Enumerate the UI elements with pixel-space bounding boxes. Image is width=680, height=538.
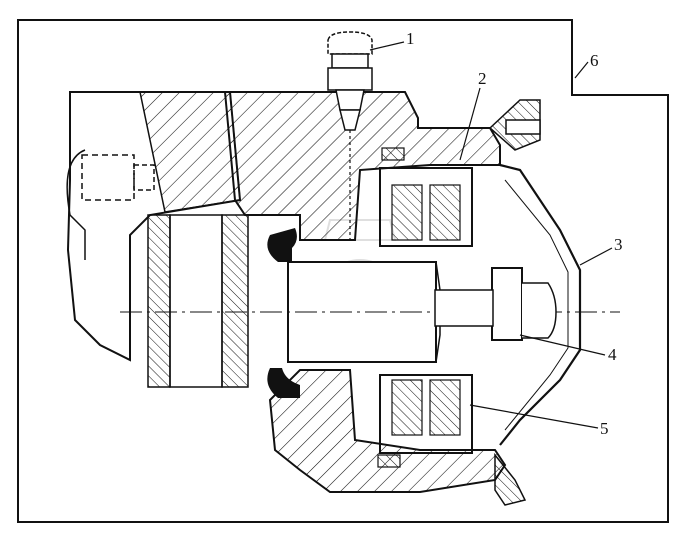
bolt-boss [66,149,86,260]
nut-cap [522,282,557,339]
brake-disc-outer [147,214,171,388]
left-housing-hatch [139,91,241,213]
brake-disc-inner [221,214,249,388]
callout-2: 2 [478,69,487,88]
o-ring-top [381,147,405,161]
axle-stud [434,289,494,327]
o-ring-bottom [377,454,401,468]
lower-hub-body [268,369,507,493]
callout-4: 4 [608,345,617,364]
callout-6: 6 [590,51,599,70]
grease-fitting [327,31,373,240]
main-hub-body [223,91,501,241]
flange-bolt [505,119,541,135]
upper-bearing [379,167,473,247]
end-cover [499,163,582,446]
leader-lines [369,41,613,429]
callout-3: 3 [614,235,623,254]
left-bolt-head [133,164,155,191]
disc-spacer [169,214,223,388]
axle-nut [491,267,523,341]
flange-rim-bottom [494,452,527,506]
upper-seal [267,228,297,262]
callout-1: 1 [406,29,415,48]
end-cover-inner [504,179,569,431]
lower-bearing [379,374,473,454]
callout-5: 5 [600,419,609,438]
frame-outline [17,19,669,523]
left-bolt [81,154,135,201]
lower-seal [267,368,300,398]
